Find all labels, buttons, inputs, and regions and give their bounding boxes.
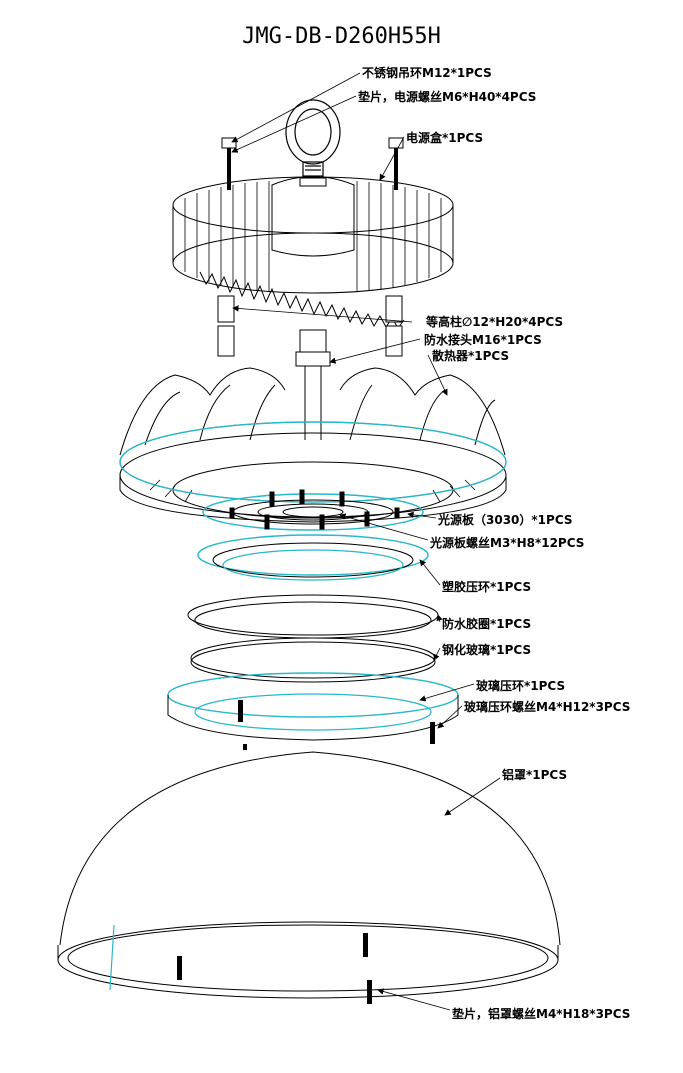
label-ring: 不锈钢吊环M12*1PCS — [362, 66, 492, 80]
label-plastic-ring: 塑胶压环*1PCS — [442, 580, 532, 594]
label-washer-screw: 垫片，电源螺丝M6*H40*4PCS — [358, 90, 537, 104]
glass-press-ring — [167, 672, 459, 741]
label-driver-box: 电源盒*1PCS — [406, 131, 484, 145]
label-gasket: 防水胶圈*1PCS — [442, 617, 532, 631]
drawing-title: JMG-DB-D260H55H — [242, 24, 441, 49]
tempered-glass — [190, 637, 436, 683]
power-screws — [221, 137, 404, 190]
led-screws — [229, 489, 400, 530]
waterproof-gasket — [187, 594, 439, 639]
aluminum-reflector — [57, 751, 561, 999]
label-heatsink: 散热器*1PCS — [432, 349, 510, 363]
eye-bolt-ring — [285, 99, 341, 177]
heatsink-rim-highlight — [119, 421, 507, 503]
label-reflector-screw: 垫片，铝罩螺丝M4*H18*3PCS — [452, 1007, 631, 1021]
leader-lines — [231, 72, 501, 1011]
label-led-screw: 光源板螺丝M3*H8*12PCS — [430, 536, 585, 550]
label-gland: 防水接头M16*1PCS — [424, 333, 542, 347]
label-glass-ring: 玻璃压环*1PCS — [476, 679, 566, 693]
waterproof-gland — [295, 329, 331, 440]
heatsink — [119, 367, 507, 523]
label-glass: 钢化玻璃*1PCS — [442, 643, 532, 657]
label-standoff: 等高柱∅12*H20*4PCS — [426, 315, 564, 329]
label-glass-ring-screw: 玻璃压环螺丝M4*H12*3PCS — [464, 700, 631, 714]
standoffs — [217, 295, 403, 357]
label-reflector: 铝罩*1PCS — [502, 768, 568, 782]
driver-box — [172, 176, 454, 329]
glass-ring-screws — [238, 700, 435, 750]
label-led-board: 光源板（3030）*1PCS — [438, 513, 573, 527]
reflector-highlight — [109, 924, 115, 991]
reflector-screws — [177, 933, 372, 1004]
plastic-press-ring — [197, 534, 429, 581]
led-board — [202, 493, 424, 531]
